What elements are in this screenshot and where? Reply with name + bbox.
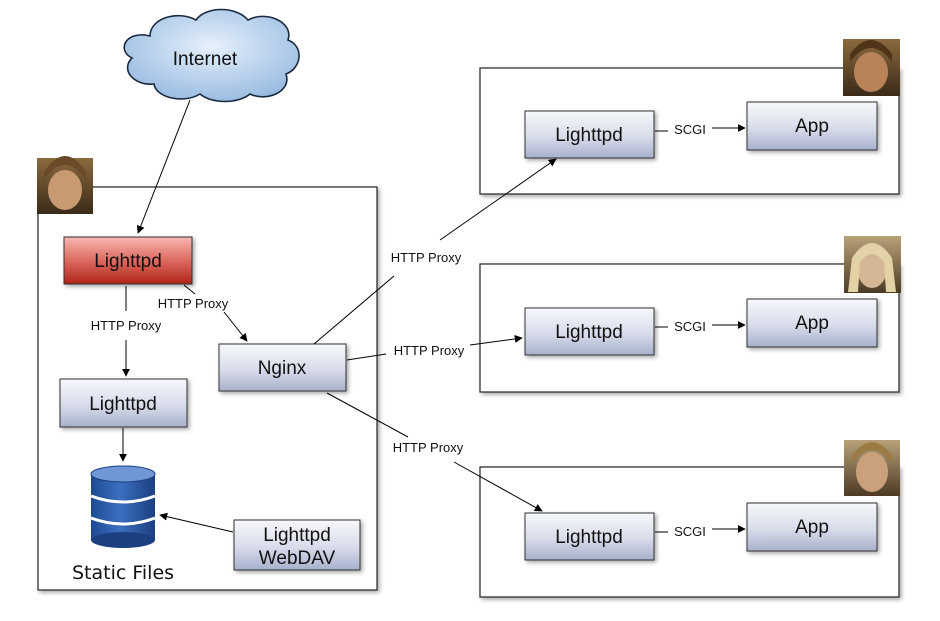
edge-proxy-to-nginx-lower [223, 311, 248, 342]
database-icon [90, 465, 156, 548]
scgi-label-3: SCGI [674, 524, 706, 539]
app-server-2-lighttpd-label: Lighttpd [555, 322, 623, 343]
app-server-3-app-label: App [795, 517, 829, 538]
edge-label-nginx-to-app2: HTTP Proxy [394, 343, 465, 358]
edge-nginx-to-app2-right [469, 334, 523, 346]
edge-label-nginx-to-app1: HTTP Proxy [391, 250, 462, 265]
avatar-app-server-3 [844, 440, 900, 496]
static-files-label: Static Files [72, 562, 174, 584]
lighttpd-proxy-node: Lighttpd [63, 236, 193, 285]
avatar-front-server [37, 156, 93, 214]
app-server-1-app-label: App [795, 116, 829, 137]
edge-webdav-to-db [159, 512, 234, 533]
lighttpd-static-node: Lighttpd [59, 378, 188, 428]
nginx-node: Nginx [218, 343, 347, 392]
edge-internet-to-lighttpd [136, 99, 191, 234]
edge-nginx-to-app3-lower [453, 461, 543, 512]
edge-nginx-to-app2-left [346, 353, 387, 361]
lighttpd-webdav-node: Lighttpd WebDAV [233, 519, 361, 571]
internet-cloud: Internet [123, 8, 300, 103]
edge-label-proxy-to-static: HTTP Proxy [91, 318, 162, 333]
avatar-app-server-1 [843, 39, 900, 96]
edge-label-nginx-to-app3: HTTP Proxy [393, 440, 464, 455]
avatar-app-server-2 [844, 236, 901, 293]
scgi-label-2: SCGI [674, 319, 706, 334]
edge-label-proxy-to-nginx: HTTP Proxy [158, 296, 229, 311]
app-server-1-lighttpd-node: Lighttpd [524, 110, 655, 159]
app-server-3-app-node: App [746, 502, 878, 552]
app-server-2-lighttpd-node: Lighttpd [524, 307, 655, 356]
app-server-1-app-node: App [746, 101, 878, 151]
lighttpd-proxy-label: Lighttpd [94, 251, 162, 272]
app-server-3-lighttpd-node: Lighttpd [524, 512, 655, 561]
edge-nginx-to-app1-lower [313, 275, 395, 345]
app-server-3-lighttpd-label: Lighttpd [555, 527, 623, 548]
webdav-label-line2: WebDAV [259, 548, 336, 569]
scgi-label-1: SCGI [674, 122, 706, 137]
app-server-2-app-node: App [746, 298, 878, 348]
nginx-label: Nginx [258, 358, 307, 379]
internet-label: Internet [173, 49, 238, 70]
edge-proxy-to-nginx-upper [183, 284, 196, 295]
app-server-2-app-label: App [795, 313, 829, 334]
webdav-label-line1: Lighttpd [263, 525, 331, 546]
app-server-1-lighttpd-label: Lighttpd [555, 125, 623, 146]
edge-nginx-to-app1-upper [439, 158, 557, 241]
lighttpd-static-label: Lighttpd [89, 394, 157, 415]
edge-nginx-to-app3-upper [326, 392, 409, 438]
